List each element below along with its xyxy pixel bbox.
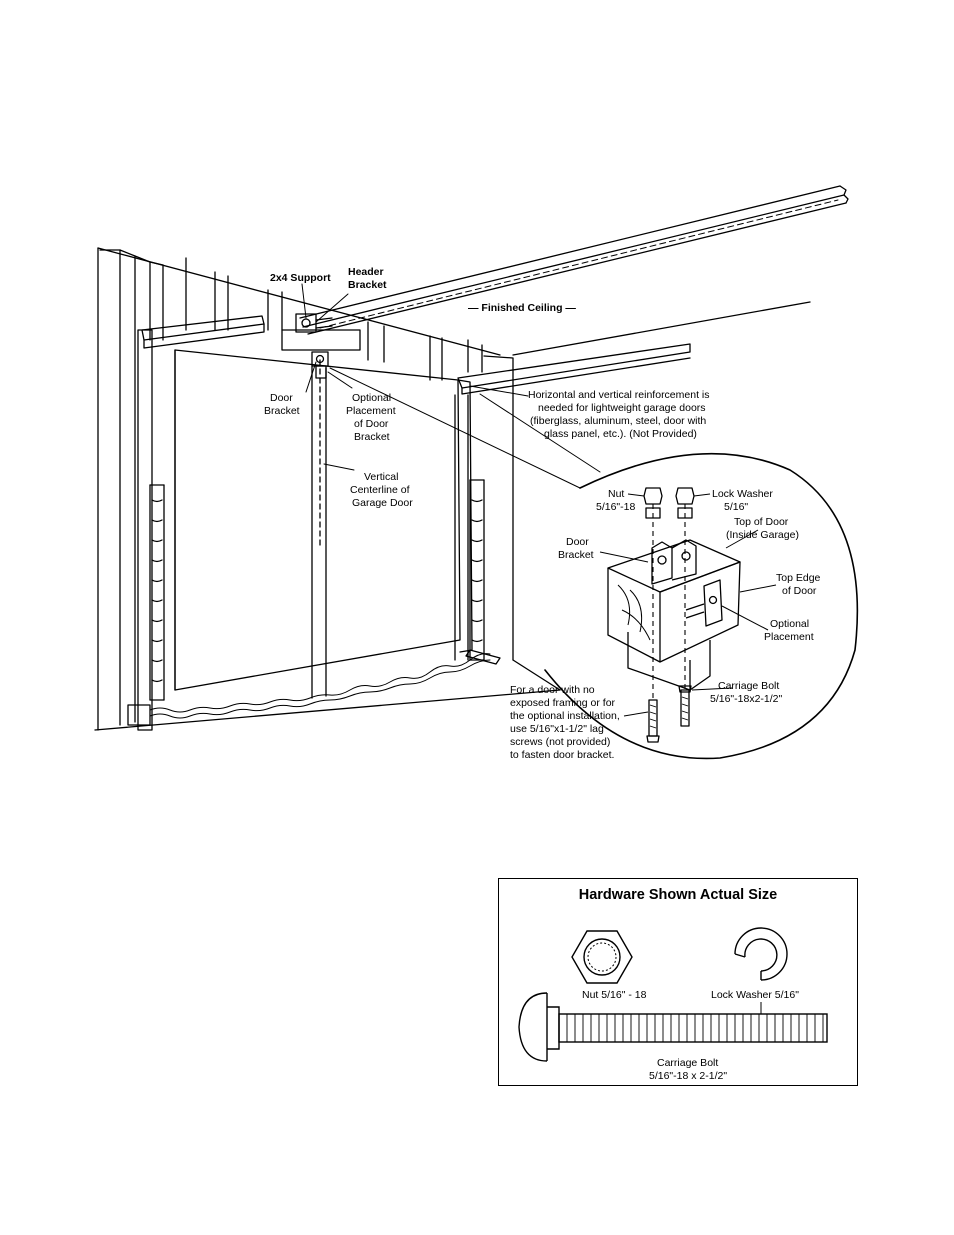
- label-2x4-support: 2x4 Support: [270, 272, 331, 284]
- label-detail-door-bracket-line1: Door: [566, 536, 589, 548]
- carriage-bolt-label-line2: 5/16"-18 x 2-1/2": [649, 1070, 727, 1082]
- floor-line: [94, 689, 561, 731]
- label-note-line3: the optional installation,: [510, 710, 620, 722]
- label-detail-top-edge-line2: of Door: [782, 585, 817, 597]
- door-top-reinforcement: [457, 343, 691, 395]
- label-optional-line2: Placement: [346, 405, 396, 417]
- label-reinforcement-line2: needed for lightweight garage doors: [538, 402, 706, 414]
- label-finished-ceiling: — Finished Ceiling —: [468, 302, 576, 314]
- detail-bracket-assembly: [607, 487, 741, 743]
- door-bracket: [311, 351, 329, 379]
- header-2x4: [141, 315, 265, 349]
- hardware-title: Hardware Shown Actual Size: [578, 887, 778, 903]
- hardware-illustrations: Nut 5/16" - 18 Lock Washer 5/16" Carriag…: [518, 927, 828, 1082]
- detail-leader-lines: [599, 493, 777, 717]
- label-detail-optional-line1: Optional: [770, 618, 809, 630]
- right-track-and-spring: [454, 394, 501, 665]
- bottom-cable: [149, 653, 491, 713]
- support-2x4: [281, 329, 361, 351]
- diagram-labels: 2x4 Support Header Bracket — Finished Ce…: [264, 266, 821, 761]
- garage-door-installation-diagram: 2x4 Support Header Bracket — Finished Ce…: [94, 185, 859, 761]
- carriage-bolt-illustration: [518, 992, 828, 1062]
- wall-framing: [97, 247, 811, 731]
- label-detail-nut-line2: 5/16"-18: [596, 501, 635, 513]
- label-detail-lock-washer-line2: 5/16": [724, 501, 748, 513]
- label-centerline-line2: Centerline of: [350, 484, 410, 496]
- label-note-line2: exposed framing or for: [510, 697, 616, 709]
- label-optional-line4: Bracket: [354, 431, 390, 443]
- garage-door-panel: [174, 349, 473, 699]
- label-reinforcement-line4: glass panel, etc.). (Not Provided): [544, 428, 697, 440]
- label-optional-line3: of Door: [354, 418, 389, 430]
- label-centerline-line3: Garage Door: [352, 497, 413, 509]
- label-detail-carriage-bolt-line1: Carriage Bolt: [718, 680, 779, 692]
- label-header-bracket-line1: Header: [348, 266, 384, 278]
- label-detail-optional-line2: Placement: [764, 631, 814, 643]
- hex-nut-illustration: [571, 930, 633, 984]
- label-note-line5: screws (not provided): [510, 736, 610, 748]
- label-note-line4: use 5/16"x1-1/2" lag: [510, 723, 604, 735]
- label-door-bracket-line1: Door: [270, 392, 293, 404]
- label-detail-top-edge-line1: Top Edge: [776, 572, 821, 584]
- label-centerline-line1: Vertical: [364, 471, 398, 483]
- lock-washer-label: Lock Washer 5/16": [711, 989, 799, 1001]
- lock-washer-illustration: [734, 927, 788, 981]
- label-note-line6: to fasten door bracket.: [510, 749, 614, 761]
- left-track-and-spring: [127, 329, 165, 731]
- label-detail-top-of-door-line1: Top of Door: [734, 516, 789, 528]
- ceiling-rail: [299, 185, 849, 335]
- label-detail-nut-line1: Nut: [608, 488, 624, 500]
- label-detail-top-of-door-line2: (Inside Garage): [726, 529, 799, 541]
- hardware-actual-size-panel: Hardware Shown Actual Size: [498, 878, 858, 1086]
- label-detail-door-bracket-line2: Bracket: [558, 549, 594, 561]
- detail-magnifier: [544, 452, 859, 760]
- label-reinforcement-line1: Horizontal and vertical reinforcement is: [528, 389, 710, 401]
- label-optional-line1: Optional: [352, 392, 391, 404]
- label-header-bracket-line2: Bracket: [348, 279, 387, 291]
- label-reinforcement-line3: (fiberglass, aluminum, steel, door with: [530, 415, 706, 427]
- leader-lines: [301, 283, 601, 489]
- label-door-bracket-line2: Bracket: [264, 405, 300, 417]
- carriage-bolt-label-line1: Carriage Bolt: [657, 1057, 718, 1069]
- label-note-line1: For a door with no: [510, 684, 595, 696]
- label-detail-lock-washer-line1: Lock Washer: [712, 488, 773, 500]
- label-detail-carriage-bolt-line2: 5/16"-18x2-1/2": [710, 693, 783, 705]
- nut-label: Nut 5/16" - 18: [582, 989, 647, 1001]
